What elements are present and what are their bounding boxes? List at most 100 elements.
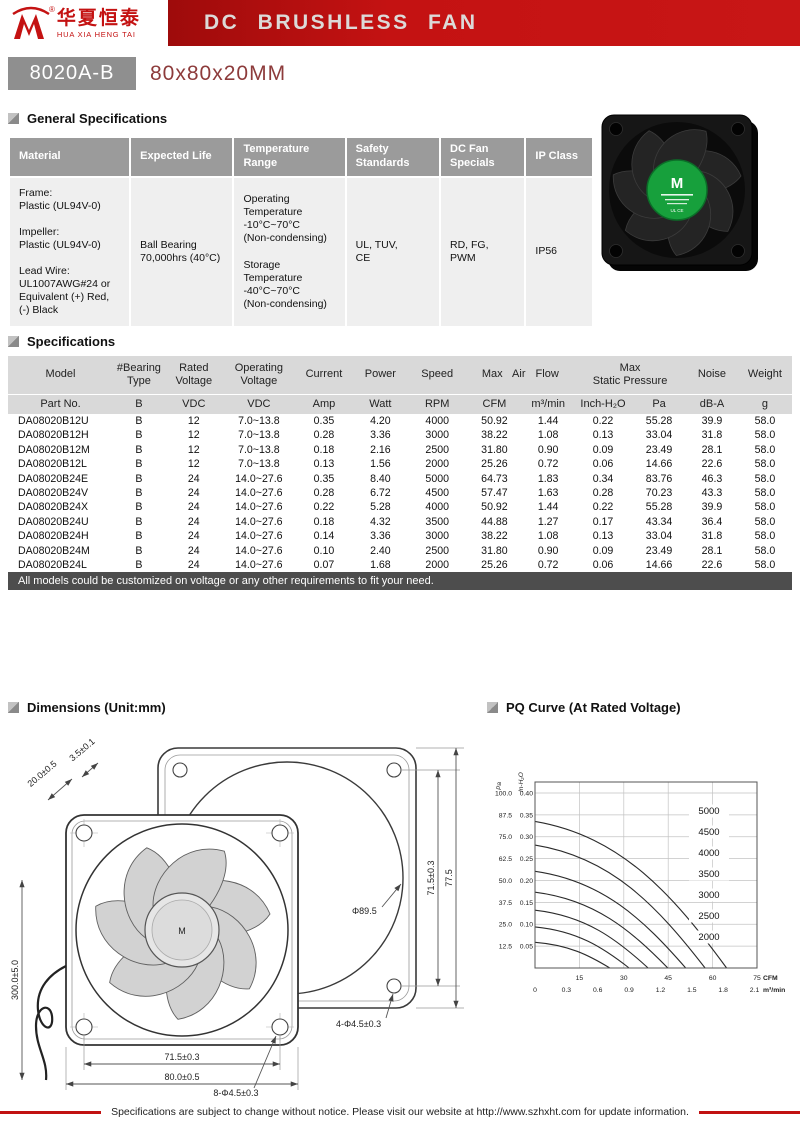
unit-vdc-rated: VDC	[164, 394, 223, 414]
spec-value-cell: 0.28	[574, 486, 633, 501]
spec-value-cell: 0.28	[294, 486, 353, 501]
spec-value-cell: 5000	[407, 471, 467, 487]
spec-value-cell: 3000	[407, 529, 467, 544]
section-general-specifications: General Specifications	[8, 111, 167, 126]
rpm-curve-label: 2000	[698, 932, 719, 943]
spec-value-cell: 12	[164, 414, 223, 429]
spec-value-cell: 8.40	[352, 471, 408, 487]
spec-value-cell: 14.0~27.6	[222, 529, 295, 544]
spec-value-cell: 58.0	[737, 529, 792, 544]
spec-value-cell: 58.0	[737, 471, 792, 487]
unit-pa: Pa	[632, 394, 687, 414]
inh2o-tick: 0.05	[520, 944, 533, 951]
general-specifications-table: Material Expected Life Temperature Range…	[8, 136, 594, 328]
spec-value-cell: 50.92	[466, 414, 523, 429]
fan-photo-sticker: M UL CE	[646, 159, 708, 221]
inh2o-tick: 0.25	[520, 856, 533, 863]
spec-value-cell: 14.0~27.6	[222, 543, 295, 559]
spec-value-cell: 14.0~27.6	[222, 471, 295, 487]
spec-value-cell: 1.83	[522, 471, 574, 487]
spec-part-no-cell: DA08020B24L	[8, 558, 114, 573]
pq-curve-4500	[534, 844, 706, 969]
specifications-block: Model #Bearing Type Rated Voltage Operat…	[8, 356, 792, 591]
spec-value-cell: 50.92	[466, 500, 523, 515]
brand-name-chinese: 华夏恒泰	[56, 7, 141, 29]
m3min-tick: 1.8	[718, 987, 728, 994]
spec-value-cell: 24	[164, 500, 223, 515]
spec-value-cell: 46.3	[686, 471, 738, 487]
spec-value-cell: 1.08	[522, 428, 574, 443]
col-weight: Weight	[737, 356, 792, 395]
brand-name-english: HUA XIA HENG TAI	[56, 29, 136, 39]
m3min-tick: 0.3	[562, 987, 572, 994]
col-expected-life: Expected Life	[131, 138, 233, 176]
spec-value-cell: 36.4	[686, 514, 738, 530]
spec-value-cell: 3.36	[352, 529, 408, 544]
spec-value-cell: 1.44	[522, 500, 574, 515]
footer: Specifications are subject to change wit…	[0, 1106, 800, 1118]
spec-value-cell: 23.49	[632, 442, 687, 458]
hub-logo: M	[178, 926, 186, 936]
dim-wire-length: 300.0±5.0	[10, 960, 20, 1000]
spec-value-cell: 70.23	[632, 486, 687, 501]
spec-value-cell: B	[113, 428, 165, 443]
col-max-static-pressure: Max Static Pressure	[574, 356, 687, 395]
spec-value-cell: 0.18	[294, 514, 353, 530]
footer-line-left	[0, 1110, 102, 1114]
spec-value-cell: 24	[164, 558, 223, 573]
inh2o-tick: 0.30	[520, 834, 533, 841]
pa-tick: 100.0	[495, 790, 512, 797]
spec-value-cell: 0.22	[294, 500, 353, 515]
section-bullet-icon	[8, 113, 19, 124]
spec-value-cell: B	[113, 471, 165, 487]
spec-part-no-cell: DA08020B24E	[8, 471, 114, 487]
spec-value-cell: 58.0	[737, 414, 792, 429]
unit-watt: Watt	[352, 394, 408, 414]
spec-value-cell: 28.1	[686, 543, 738, 559]
spec-value-cell: 0.09	[574, 543, 633, 559]
spec-part-no-cell: DA08020B24H	[8, 529, 114, 544]
spec-value-cell: 28.1	[686, 442, 738, 458]
spec-value-cell: 44.88	[466, 514, 523, 530]
spec-value-cell: 43.3	[686, 486, 738, 501]
page-title: DC BRUSHLESS FAN	[204, 11, 478, 34]
spec-value-cell: 14.0~27.6	[222, 486, 295, 501]
fan-screw-hole	[731, 244, 745, 258]
frame-hole	[386, 762, 402, 778]
col-material: Material	[10, 138, 130, 176]
general-table-body-row: Frame: Plastic (UL94V-0) Impeller: Plast…	[10, 178, 592, 326]
spec-value-cell: 24	[164, 486, 223, 501]
spec-value-cell: 0.22	[574, 414, 633, 429]
spec-value-cell: 3000	[407, 428, 467, 443]
section-title: PQ Curve (At Rated Voltage)	[506, 700, 681, 715]
spec-value-cell: 4.32	[352, 514, 408, 530]
spec-part-no-cell: DA08020B12U	[8, 414, 114, 429]
spec-value-cell: 1.27	[522, 514, 574, 530]
spec-value-cell: 24	[164, 529, 223, 544]
spec-value-cell: 4000	[407, 500, 467, 515]
footer-text: Specifications are subject to change wit…	[111, 1106, 689, 1118]
pq-curve-4000	[534, 870, 687, 969]
m3min-tick: 2.1	[750, 987, 760, 994]
inh2o-tick: 0.40	[520, 790, 533, 797]
spec-value-cell: 0.06	[574, 558, 633, 573]
pa-tick: 87.5	[499, 812, 512, 819]
spec-value-cell: 58.0	[737, 500, 792, 515]
pa-tick: 75.0	[499, 834, 512, 841]
spec-value-cell: 83.76	[632, 471, 687, 487]
spec-value-cell: 12	[164, 442, 223, 458]
temperature-range-cell: Operating Temperature -10°C~70°C (Non-co…	[234, 178, 345, 326]
spec-part-no-cell: DA08020B24X	[8, 500, 114, 515]
spec-value-cell: 3.36	[352, 428, 408, 443]
cfm-tick: 30	[620, 975, 628, 982]
dim-frame-hole-pitch: 71.5±0.3	[426, 861, 436, 896]
specifications-table: Model #Bearing Type Rated Voltage Operat…	[8, 356, 792, 573]
col-power: Power	[352, 356, 408, 395]
